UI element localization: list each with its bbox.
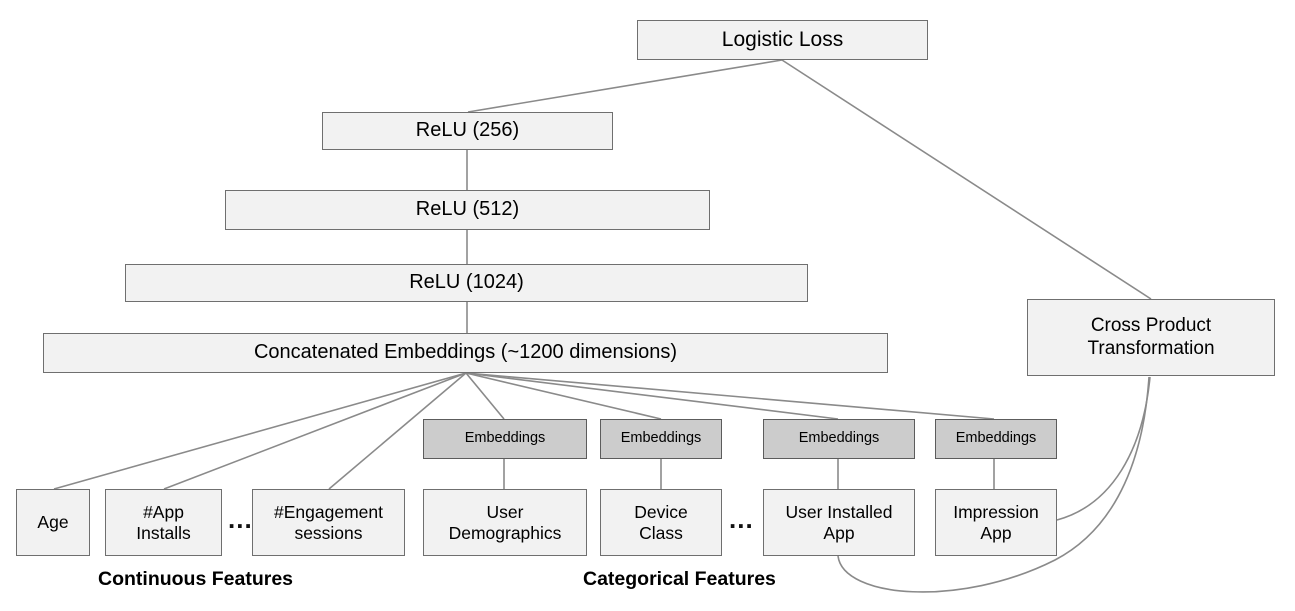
node-feature-device-class[interactable]: Device Class (600, 489, 722, 556)
node-feature-user-installed-app[interactable]: User Installed App (763, 489, 915, 556)
edge-loss-to-relu256 (467, 59, 783, 113)
label-categorical-features: Categorical Features (583, 568, 776, 590)
edge-impression-app-to-cross (1056, 376, 1151, 521)
edge-concat-to-embeddings-1 (465, 372, 505, 420)
node-feature-age[interactable]: Age (16, 489, 90, 556)
edge-concat-to-app-installs (163, 372, 467, 490)
node-concatenated-embeddings[interactable]: Concatenated Embeddings (~1200 dimension… (43, 333, 888, 373)
ellipsis-continuous-features: ... (228, 504, 253, 534)
edge-concat-to-age (53, 372, 467, 490)
node-relu-1024[interactable]: ReLU (1024) (125, 264, 808, 302)
node-feature-app-installs[interactable]: #App Installs (105, 489, 222, 556)
edge-concat-to-embeddings-3 (465, 372, 839, 420)
node-logistic-loss[interactable]: Logistic Loss (637, 20, 928, 60)
node-feature-engagement-sessions[interactable]: #Engagement sessions (252, 489, 405, 556)
node-embeddings-user-installed-app[interactable]: Embeddings (763, 419, 915, 459)
node-embeddings-impression-app[interactable]: Embeddings (935, 419, 1057, 459)
edge-loss-to-cross (781, 59, 1152, 300)
node-relu-512[interactable]: ReLU (512) (225, 190, 710, 230)
edge-concat-to-embeddings-2 (465, 372, 662, 420)
edge-user-installed-app-to-cross (837, 376, 1150, 593)
node-embeddings-user-demographics[interactable]: Embeddings (423, 419, 587, 459)
node-cross-product-transformation[interactable]: Cross Product Transformation (1027, 299, 1275, 376)
edge-concat-to-embeddings-4 (465, 372, 995, 420)
node-relu-256[interactable]: ReLU (256) (322, 112, 613, 150)
node-feature-user-demographics[interactable]: User Demographics (423, 489, 587, 556)
label-continuous-features: Continuous Features (98, 568, 294, 590)
ellipsis-categorical-features: ... (729, 504, 754, 534)
node-feature-impression-app[interactable]: Impression App (935, 489, 1057, 556)
node-embeddings-device-class[interactable]: Embeddings (600, 419, 722, 459)
